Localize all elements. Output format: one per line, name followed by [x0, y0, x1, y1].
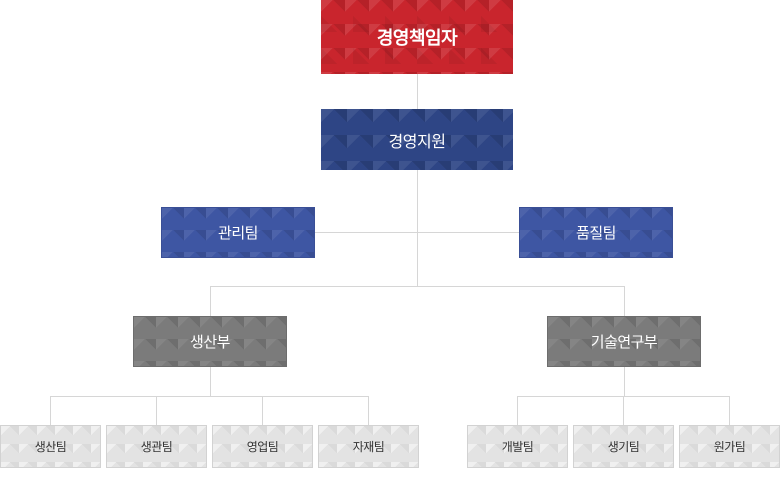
connector-line — [210, 286, 211, 316]
production-control-team-label: 생관팀 — [140, 440, 173, 454]
connector-line — [210, 286, 624, 287]
connector-line — [517, 396, 518, 425]
quality-team-label: 품질팀 — [576, 224, 616, 242]
production-dept-label: 생산부 — [190, 333, 230, 351]
production-control-team-box: 생관팀 — [106, 425, 207, 468]
ceo-label: 경영책임자 — [376, 28, 458, 49]
production-engineering-team-box: 생기팀 — [573, 425, 674, 468]
production-team-label: 생산팀 — [34, 440, 67, 454]
cost-team-box: 원가팀 — [679, 425, 780, 468]
rnd-dept-label: 기술연구부 — [590, 333, 658, 351]
admin-team-box: 관리팀 — [161, 207, 315, 258]
sales-team-box: 영업팀 — [212, 425, 313, 468]
rnd-dept-box: 기술연구부 — [547, 316, 701, 367]
connector-line — [262, 396, 263, 425]
connector-line — [315, 232, 519, 233]
connector-line — [729, 396, 730, 425]
development-team-label: 개발팀 — [501, 440, 534, 454]
sales-team-label: 영업팀 — [246, 440, 279, 454]
connector-line — [417, 74, 418, 109]
connector-line — [623, 396, 624, 425]
connector-line — [624, 286, 625, 316]
connector-line — [417, 170, 418, 287]
admin-team-label: 관리팀 — [218, 224, 258, 242]
materials-team-label: 자재팀 — [352, 440, 385, 454]
quality-team-box: 품질팀 — [519, 207, 673, 258]
management-support-label: 경영지원 — [388, 131, 446, 151]
connector-line — [368, 396, 369, 425]
development-team-box: 개발팀 — [467, 425, 568, 468]
connector-line — [210, 367, 211, 396]
cost-team-label: 원가팀 — [713, 440, 746, 454]
production-team-box: 생산팀 — [0, 425, 101, 468]
materials-team-box: 자재팀 — [318, 425, 419, 468]
ceo-box: 경영책임자 — [321, 0, 513, 74]
production-dept-box: 생산부 — [133, 316, 287, 367]
production-engineering-team-label: 생기팀 — [607, 440, 640, 454]
connector-line — [156, 396, 157, 425]
connector-line — [50, 396, 369, 397]
connector-line — [50, 396, 51, 425]
management-support-box: 경영지원 — [321, 109, 513, 170]
connector-line — [624, 367, 625, 396]
